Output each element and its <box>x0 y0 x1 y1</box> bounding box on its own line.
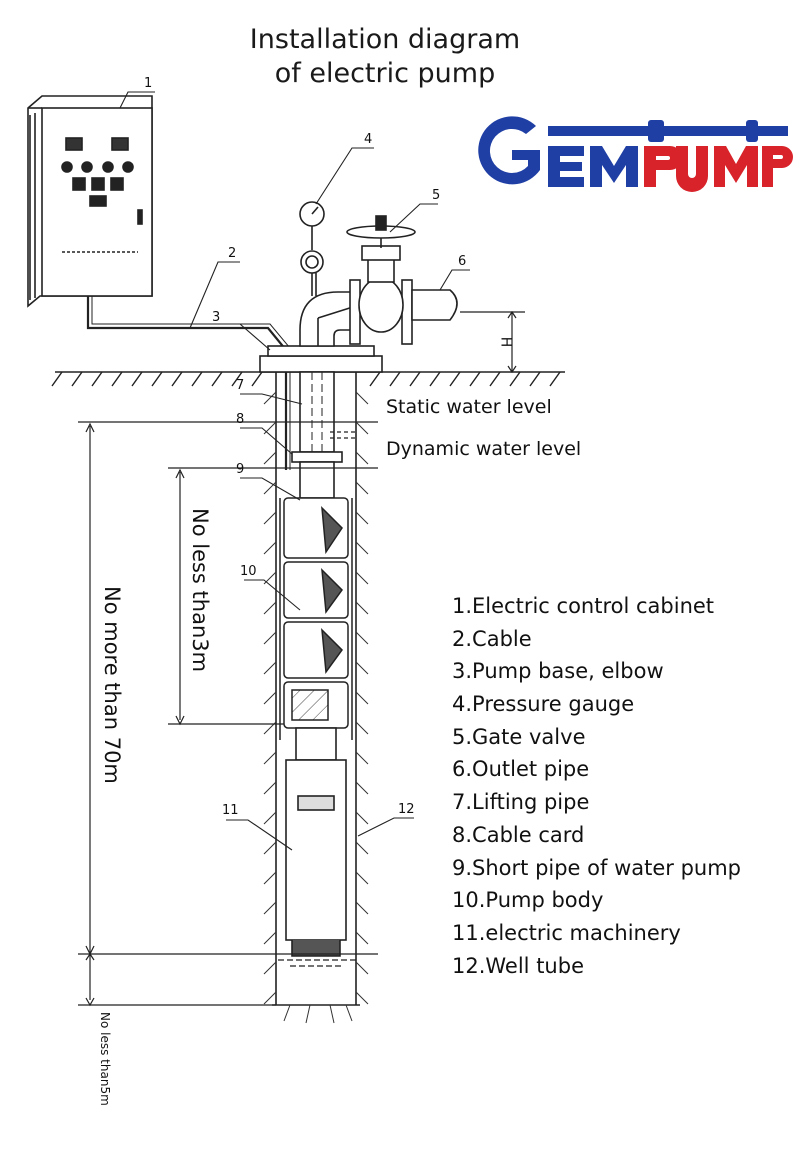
legend-item-1: 1.Electric control cabinet <box>452 594 715 618</box>
well-bore <box>272 372 360 1006</box>
water-levels <box>78 421 378 1006</box>
callout-leaders <box>119 91 470 851</box>
depth-3m-label: No less than3m <box>188 508 212 673</box>
legend-item-3: 3.Pump base, elbow <box>452 659 664 684</box>
callout-9: 9 <box>236 462 245 477</box>
legend-item-2: 2.Cable <box>452 626 532 651</box>
depth-70m-label: No more than 70m <box>100 586 124 784</box>
callout-4: 4 <box>364 132 373 147</box>
diagram-title-line1: Installation diagram <box>249 24 521 55</box>
height-dimension <box>460 310 525 374</box>
callout-3: 3 <box>212 310 221 325</box>
electric-control-cabinet <box>27 95 153 308</box>
callout-10: 10 <box>240 564 257 579</box>
height-label: H <box>497 336 514 348</box>
callout-1: 1 <box>144 76 153 91</box>
legend-item-8: 8.Cable card <box>452 822 585 847</box>
legend-item-5: 5.Gate valve <box>452 724 586 749</box>
gate-valve <box>346 215 416 345</box>
pump-base <box>259 345 383 373</box>
dimension-lines <box>85 422 185 1007</box>
depth-5m-label: No less than5m <box>98 1012 112 1106</box>
legend-list: 1.Electric control cabinet 2.Cable 3.Pum… <box>452 590 741 982</box>
callout-2: 2 <box>228 246 237 261</box>
callout-5: 5 <box>432 188 441 203</box>
callout-7: 7 <box>236 378 245 393</box>
diagram-title-line2: of electric pump <box>274 58 496 89</box>
dynamic-water-level-label: Dynamic water level <box>386 438 582 460</box>
gempump-logo <box>478 116 793 192</box>
callout-12: 12 <box>398 802 415 817</box>
pressure-gauge <box>299 201 325 296</box>
legend-item-7: 7.Lifting pipe <box>452 790 590 815</box>
callout-6: 6 <box>458 254 467 269</box>
callout-8: 8 <box>236 412 245 427</box>
legend-item-4: 4.Pressure gauge <box>452 692 635 717</box>
static-water-level-label: Static water level <box>386 396 552 418</box>
legend-item-12: 12.Well tube <box>452 953 584 978</box>
elbow-pipe <box>299 291 357 347</box>
pump-body <box>279 497 353 740</box>
legend-item-6: 6.Outlet pipe <box>452 757 590 782</box>
cable-inner <box>91 296 291 470</box>
electric-machinery <box>285 727 347 957</box>
well-wall-hatching <box>263 391 369 1024</box>
legend-item-10: 10.Pump body <box>452 888 604 913</box>
legend-item-11: 11.electric machinery <box>452 920 681 945</box>
lifting-pipe <box>299 371 335 453</box>
callout-11: 11 <box>222 803 239 818</box>
legend-item-9: 9.Short pipe of water pump <box>452 855 742 880</box>
cable-card <box>291 451 343 463</box>
cable <box>86 296 288 470</box>
outlet-pipe <box>411 289 458 321</box>
